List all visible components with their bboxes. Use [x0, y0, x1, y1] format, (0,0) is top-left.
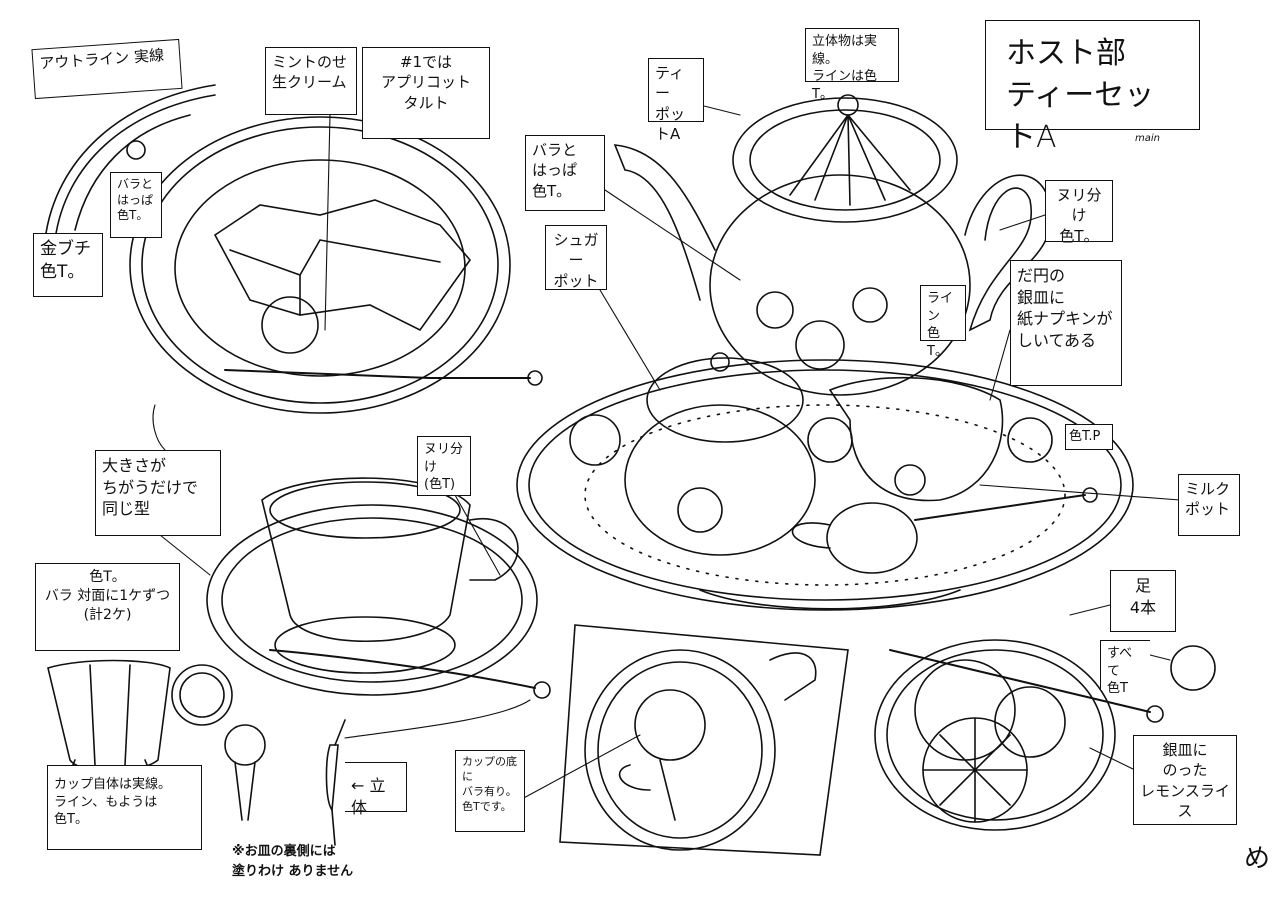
lemon-plate-drawing: [874, 639, 1216, 831]
note-cup-bottom: カップの底に バラ有り。 色Tです。: [455, 750, 525, 832]
tart-plate-drawing: [129, 116, 543, 414]
note-plate-rose: バラと はっぱ 色T。: [110, 172, 162, 238]
footnote: ※お皿の裏側には 塗りわけ ありません: [232, 844, 354, 879]
note-color-tp: 色T.P: [1065, 424, 1113, 450]
cup-saucer-drawing: [206, 477, 551, 699]
note-same-shape: 大きさが ちがうだけで 同じ型: [95, 450, 221, 536]
sheet-title: ホスト部 ティーセットA: [985, 20, 1200, 155]
tea-strainer-drawing: [791, 487, 1098, 574]
note-solid-lines: 立体物は実線。 ラインは色T。: [805, 28, 899, 102]
oval-tray-drawing: [516, 359, 1134, 611]
artist-signature: め: [1244, 844, 1271, 874]
note-cup-rose: 色T。 バラ 対面に1ケずつ (計2ケ): [35, 563, 180, 651]
note-all-color: すべて 色T: [1100, 640, 1150, 696]
sugar-pot-drawing: [569, 352, 853, 556]
note-mint-cream: ミントのせ 生クリーム: [265, 47, 357, 115]
milk-pot-drawing: [828, 376, 1053, 502]
note-milk-pot: ミルク ポット: [1178, 474, 1240, 536]
spoon-detail-drawing: [224, 719, 346, 846]
note-cup-lines: カップ自体は実線。 ライン、もようは 色T。: [47, 765, 202, 850]
note-lemon: 銀皿に のった レモンスライス: [1133, 735, 1237, 825]
note-teapot-a: ティー ポットA: [648, 58, 704, 143]
teapot-drawing: [613, 94, 1052, 396]
sheet-title-tag: main: [1135, 133, 1160, 144]
rose-icon: [126, 140, 146, 160]
note-solid: ← 立体: [345, 762, 407, 817]
note-tray-napkin: だ円の 銀皿に 紙ナプキンが しいてある: [1010, 260, 1122, 386]
rose-saucer-drawing: [559, 624, 849, 856]
leader-lines: [152, 104, 1181, 801]
small-cup-drawing: [47, 659, 233, 773]
note-apricot-tart: #1では アプリコット タルト: [362, 47, 490, 139]
note-cup-fill: ヌリ分け (色T): [417, 436, 471, 496]
note-handle-fill: ヌリ分け 色T。: [1045, 180, 1113, 245]
note-line-color: ライン 色T。: [920, 285, 966, 359]
rim-detail-drawing: [44, 84, 216, 241]
note-pot-rose: バラと はっぱ 色T。: [525, 135, 605, 211]
note-legs: 足 4本: [1110, 570, 1176, 632]
note-gold-rim: 金ブチ 色T。: [33, 233, 103, 297]
note-outline: アウトライン 実線: [31, 38, 183, 100]
note-sugar-pot: シュガー ポット: [545, 225, 607, 290]
